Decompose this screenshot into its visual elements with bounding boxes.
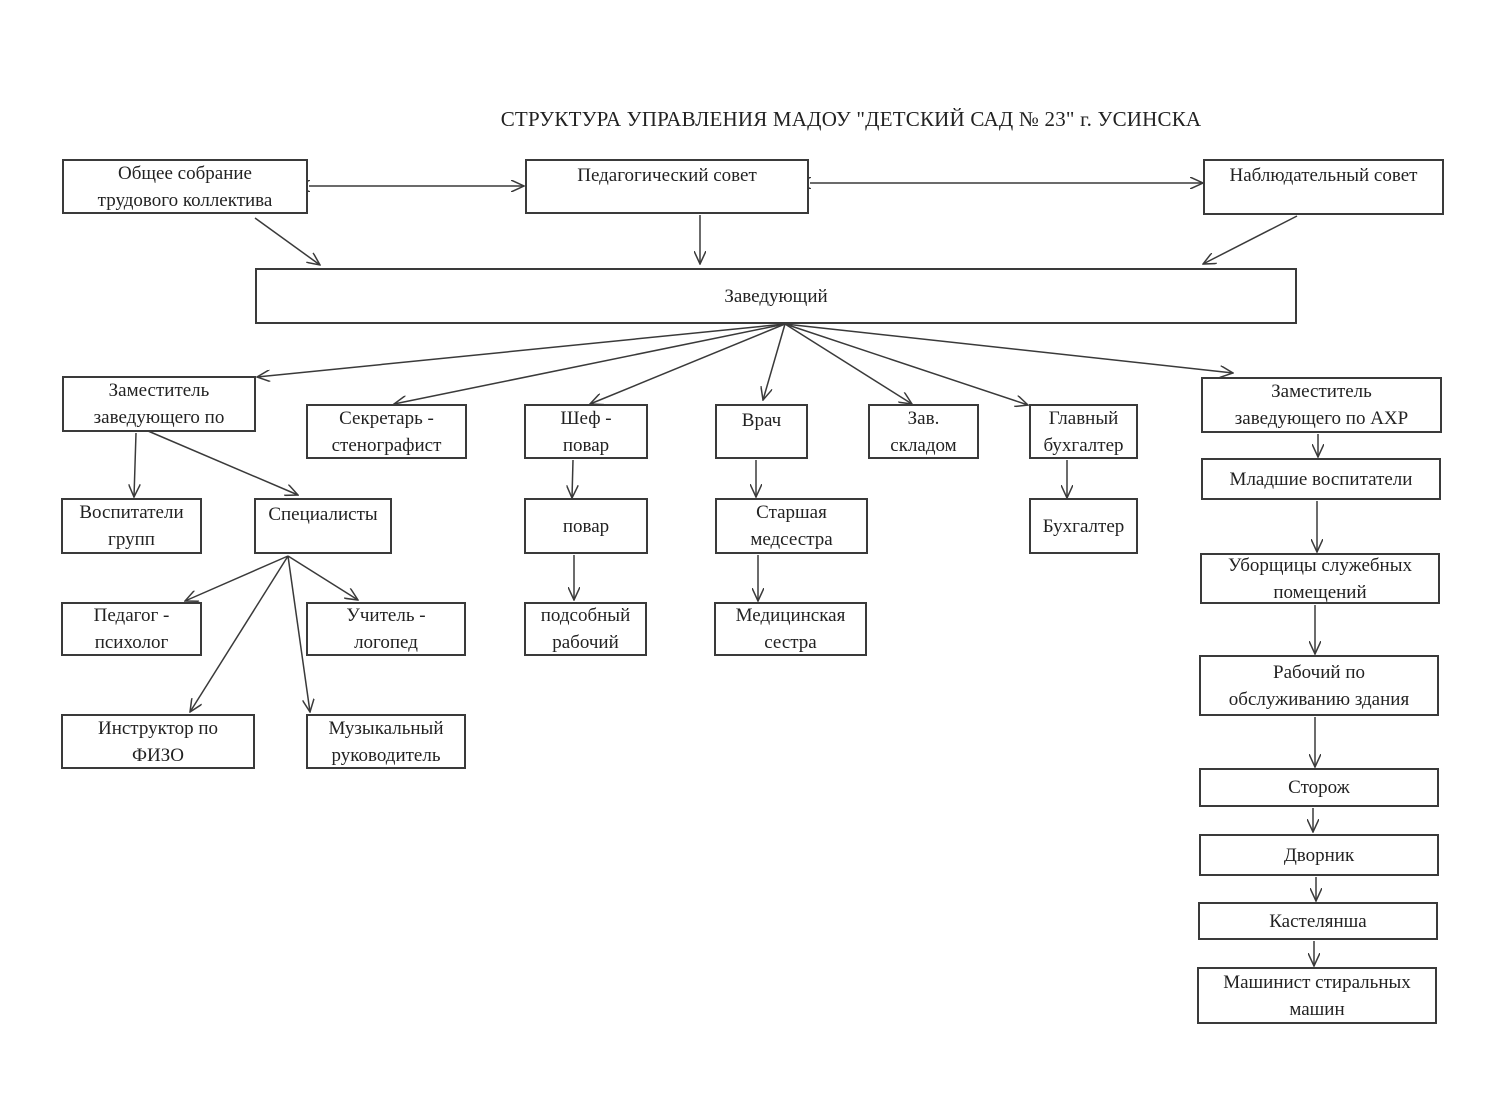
edge-head-deputy-ahr [784, 323, 1233, 373]
accountant-box: Бухгалтер [1029, 498, 1138, 554]
deputy-head-box: Заместитель заведующего по [62, 376, 256, 432]
pe-instructor-box: Инструктор по ФИЗО [61, 714, 255, 769]
edge-head-warehouse [784, 323, 912, 404]
watchman-box: Сторож [1199, 768, 1439, 807]
doctor-box: Врач [715, 404, 808, 459]
speech-therapist-box: Учитель - логопед [306, 602, 466, 656]
building-worker-box: Рабочий по обслуживанию здания [1199, 655, 1439, 716]
junior-teachers-box: Младшие воспитатели [1201, 458, 1441, 500]
edge-meeting-head [254, 217, 320, 265]
chef-box: Шеф - повар [524, 404, 648, 459]
janitor-box: Дворник [1199, 834, 1439, 876]
edge-spec-speech [287, 555, 358, 600]
deputy-ahr-box: Заместитель заведующего по АХР [1201, 377, 1442, 433]
linen-keeper-box: Кастелянша [1198, 902, 1438, 940]
psychologist-box: Педагог - психолог [61, 602, 202, 656]
edge-board-head [1203, 215, 1298, 264]
edge-head-secretary [394, 323, 786, 404]
edge-head-chef [590, 323, 786, 404]
pedagogical-council-box: Педагогический совет [525, 159, 809, 214]
edge-head-chief-accountant [784, 323, 1028, 405]
kitchen-worker-box: подсобный рабочий [524, 602, 647, 656]
general-meeting-box: Общее собрание трудового коллектива [62, 159, 308, 214]
supervisory-board-box: Наблюдательный совет [1203, 159, 1444, 215]
cleaners-box: Уборщицы служебных помещений [1200, 553, 1440, 604]
edge-deputy-specialists [140, 427, 298, 495]
group-teachers-box: Воспитатели групп [61, 498, 202, 554]
edge-chef-cook [572, 459, 573, 498]
edge-head-doctor [763, 323, 786, 400]
edge-spec-pe [190, 555, 289, 712]
page-title: СТРУКТУРА УПРАВЛЕНИЯ МАДОУ "ДЕТСКИЙ САД … [500, 107, 1202, 131]
edge-spec-psychologist [185, 555, 289, 601]
senior-nurse-box: Старшая медсестра [715, 498, 868, 554]
nurse-box: Медицинская сестра [714, 602, 867, 656]
head-box: Заведующий [255, 268, 1297, 324]
edge-head-deputy [257, 323, 786, 377]
cook-box: повар [524, 498, 648, 554]
chief-accountant-box: Главный бухгалтер [1029, 404, 1138, 459]
secretary-box: Секретарь - стенографист [306, 404, 467, 459]
specialists-box: Специалисты [254, 498, 392, 554]
laundry-operator-box: Машинист стиральных машин [1197, 967, 1437, 1024]
edge-deputy-teachers [134, 432, 136, 497]
warehouse-head-box: Зав. складом [868, 404, 979, 459]
music-director-box: Музыкальный руководитель [306, 714, 466, 769]
edge-spec-music [287, 555, 310, 712]
